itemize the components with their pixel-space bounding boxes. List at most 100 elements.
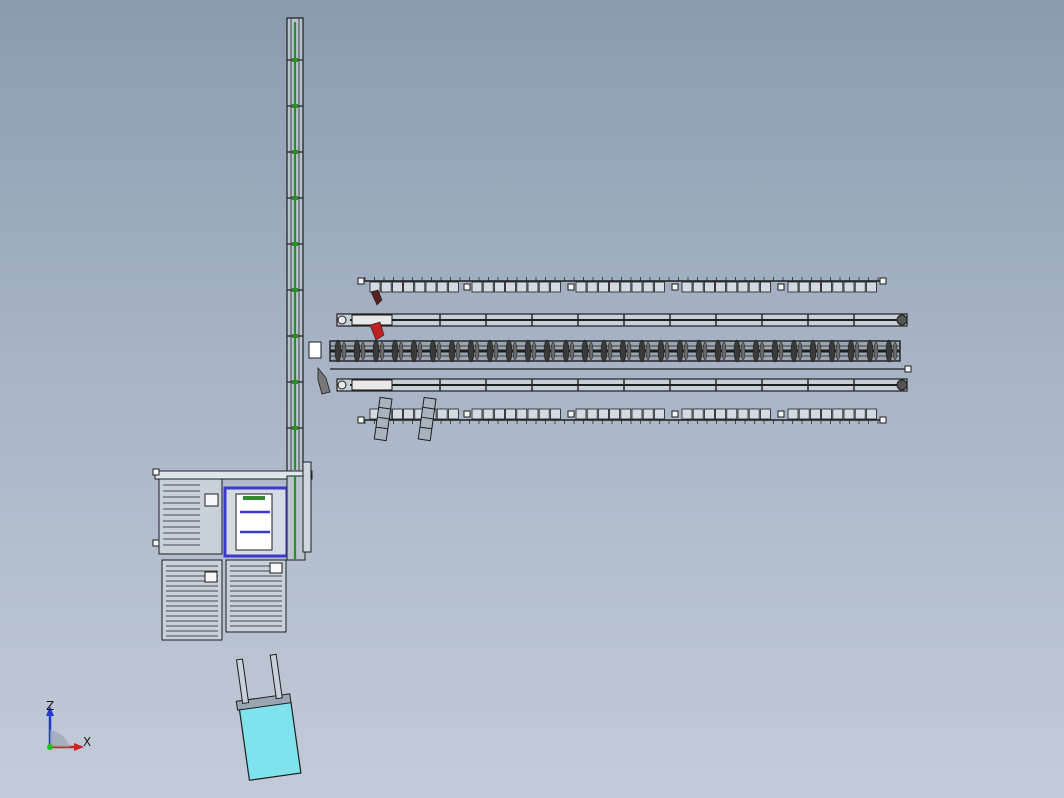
lower-left-cabinet-slats: [166, 565, 218, 637]
line-disc: [714, 339, 722, 363]
cyan-bin-cart[interactable]: [231, 653, 302, 781]
rack-post: [777, 410, 785, 418]
spool: [471, 281, 483, 293]
z-axis-label: Z: [46, 699, 54, 713]
transfer-line-lower-joints: [337, 379, 908, 391]
spool: [810, 408, 821, 420]
rack-post: [671, 410, 679, 418]
line-disc: [353, 339, 361, 363]
spool: [527, 281, 539, 293]
line-disc: [379, 341, 385, 361]
spool: [692, 281, 704, 293]
spool: [505, 408, 517, 420]
segment-mark: [292, 334, 298, 338]
line-disc: [740, 341, 746, 361]
line-disc: [638, 339, 646, 363]
line-disc: [759, 341, 765, 361]
spool-rack-bottom[interactable]: [357, 396, 887, 442]
line-disc: [778, 341, 784, 361]
spool: [704, 408, 715, 420]
line-disc: [847, 339, 855, 363]
spool: [586, 408, 598, 420]
spool: [642, 408, 654, 420]
vertical-conveyor[interactable]: [286, 17, 304, 477]
spool: [598, 281, 609, 293]
spool: [550, 408, 561, 420]
line-disc: [341, 341, 347, 361]
transfer-line-upper-joints: [337, 314, 908, 326]
transfer-line-upper[interactable]: [336, 313, 908, 327]
line-disc: [695, 339, 703, 363]
spool: [748, 408, 760, 420]
line-disc: [657, 339, 665, 363]
spool: [380, 281, 392, 293]
spool: [866, 281, 877, 293]
line-disc: [588, 341, 594, 361]
line-joint: [896, 314, 908, 326]
rack-post: [463, 410, 471, 418]
spool: [798, 408, 810, 420]
line-disc: [467, 339, 475, 363]
line-disc: [809, 339, 817, 363]
segment-mark: [292, 288, 298, 292]
main-line-discs: [334, 339, 898, 363]
line-disc: [607, 341, 613, 361]
spool: [715, 281, 726, 293]
spool: [787, 408, 799, 420]
left-cabinet-slats: [163, 484, 200, 546]
orientation-triad: Z X: [46, 699, 91, 751]
spool: [854, 408, 866, 420]
line-disc: [486, 339, 494, 363]
line-disc: [721, 341, 727, 361]
spool: [516, 281, 528, 293]
segment-mark: [292, 104, 298, 108]
spool: [760, 408, 771, 420]
line-disc: [493, 341, 499, 361]
spool: [810, 281, 821, 293]
spool: [631, 408, 643, 420]
spool: [726, 281, 738, 293]
spool: [681, 408, 693, 420]
spool: [843, 281, 855, 293]
line-joint: [337, 380, 347, 390]
spool: [748, 281, 760, 293]
station-block[interactable]: [152, 461, 313, 641]
line-disc: [600, 339, 608, 363]
line-disc: [873, 341, 879, 361]
spool: [654, 281, 665, 293]
spool: [403, 281, 415, 293]
spool: [704, 281, 715, 293]
spool: [832, 408, 844, 420]
line-disc: [531, 341, 537, 361]
spool: [620, 281, 632, 293]
spool: [843, 408, 855, 420]
line-disc: [676, 339, 684, 363]
spool: [482, 408, 494, 420]
line-disc: [410, 339, 418, 363]
rack-post: [777, 283, 785, 291]
spool: [550, 281, 561, 293]
line-disc: [474, 341, 480, 361]
line-disc: [436, 341, 442, 361]
spool: [681, 281, 693, 293]
segment-mark: [292, 242, 298, 246]
spool-rack-top[interactable]: [357, 277, 887, 293]
spool: [760, 281, 771, 293]
main-stranding-line[interactable]: [308, 289, 912, 395]
line-disc: [562, 339, 570, 363]
spool: [414, 281, 426, 293]
line-disc: [417, 341, 423, 361]
transfer-line-lower[interactable]: [336, 378, 908, 392]
spool: [609, 408, 620, 420]
spool: [482, 281, 494, 293]
line-disc: [372, 339, 380, 363]
spool: [493, 408, 505, 420]
line-disc: [816, 341, 822, 361]
lower-right-cabinet-slats: [230, 565, 282, 627]
segment-mark: [292, 196, 298, 200]
spool: [391, 408, 403, 420]
line-disc: [683, 341, 689, 361]
line-disc: [645, 341, 651, 361]
